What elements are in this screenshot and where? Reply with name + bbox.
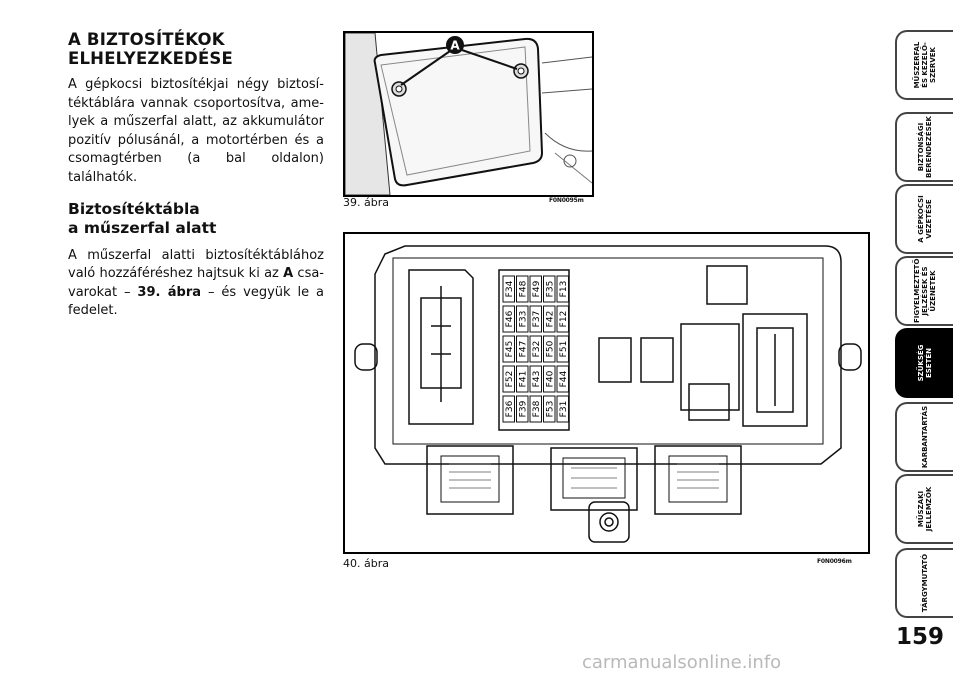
figure-40-code: F0N0096m <box>817 558 852 565</box>
instruction-paragraph: A műszerfal alatti biztosítéktáblához va… <box>68 247 324 321</box>
chapter-tab-label: A GÉPKOCSI VEZETÉSE <box>917 195 933 243</box>
figure-39-code: F0N0095m <box>549 197 584 204</box>
chapter-tab-2[interactable]: BIZTONSÁGI BERENDEZÉSEK <box>895 112 953 182</box>
figure-reference: 39. ábra <box>137 284 202 300</box>
fuse-f46: F46 <box>502 305 515 333</box>
chapter-tab-1[interactable]: MŰSZERFAL ÉS KEZELŐ- SZERVEK <box>895 30 953 100</box>
instruction-bold-a: A <box>283 266 294 282</box>
fuse-f42: F42 <box>543 305 556 333</box>
figure-40-caption: 40. ábra <box>343 557 389 570</box>
fuse-label: F33 <box>518 311 528 328</box>
chapter-tab-7[interactable]: MŰSZAKI JELLEMZŐK <box>895 474 953 544</box>
fuse-f49: F49 <box>529 275 542 303</box>
chapter-tab-label: MŰSZERFAL ÉS KEZELŐ- SZERVEK <box>913 41 937 89</box>
fuse-f38: F38 <box>529 395 542 423</box>
subsection-title: Biztosítéktábla a műszerfal alatt <box>68 200 324 238</box>
fuse-label: F41 <box>518 371 528 388</box>
fuse-f48: F48 <box>516 275 529 303</box>
fuse-f36: F36 <box>502 395 515 423</box>
chapter-tab-label: TÁRGYMUTATÓ <box>921 553 929 613</box>
intro-paragraph: A gépkocsi biztosítékjai négy biztosí- t… <box>68 77 324 185</box>
chapter-tab-label: SZÜKSÉG ESETÉN <box>917 344 933 382</box>
fuse-label: F31 <box>559 401 569 418</box>
fuse-label: F40 <box>545 370 555 387</box>
subsection-title-line1: Biztosítéktábla <box>68 199 200 218</box>
text-column: A BIZTOSÍTÉKOK ELHELYEZKEDÉSE A gépkocsi… <box>68 30 324 321</box>
page-number: 159 <box>896 624 945 650</box>
fuse-f33: F33 <box>516 305 529 333</box>
fuse-label: F45 <box>505 341 515 358</box>
chapter-tab-label: FIGYELMEZTETŐ JELZÉSEK ÉS ÜZENETEK <box>913 258 937 323</box>
section-title-line1: A BIZTOSÍTÉKOK <box>68 30 225 49</box>
fuse-label: F53 <box>545 401 555 418</box>
fuse-f37: F37 <box>529 305 542 333</box>
figure-39-dashboard-cover: A <box>343 31 594 197</box>
fuse-label: F34 <box>505 280 515 297</box>
dashboard-cover-illustration: A <box>345 33 592 195</box>
section-title: A BIZTOSÍTÉKOK ELHELYEZKEDÉSE <box>68 30 324 68</box>
subsection-title-line2: a műszerfal alatt <box>68 218 217 237</box>
fuse-f47: F47 <box>516 335 529 363</box>
fuse-f35: F35 <box>543 275 556 303</box>
fuse-label: F52 <box>505 371 515 388</box>
watermark: carmanualsonline.info <box>582 652 782 673</box>
chapter-tab-5[interactable]: SZÜKSÉG ESETÉN <box>895 328 953 398</box>
chapter-tab-4[interactable]: FIGYELMEZTETŐ JELZÉSEK ÉS ÜZENETEK <box>895 256 953 326</box>
fuse-label: F37 <box>532 311 542 328</box>
fuse-label: F35 <box>545 281 555 298</box>
fuse-f44: F44 <box>556 365 569 393</box>
fuse-f40: F40 <box>543 365 556 393</box>
fuse-label: F49 <box>532 280 542 297</box>
fuse-f51: F51 <box>556 335 569 363</box>
fuse-label: F46 <box>505 310 515 327</box>
chapter-tab-label: BIZTONSÁGI BERENDEZÉSEK <box>917 116 933 178</box>
fuse-f39: F39 <box>516 395 529 423</box>
instruction-text-2: csa- varokat – <box>68 266 324 300</box>
instruction-text-3: – és vegyük le a fedelet. <box>68 284 324 319</box>
fuse-f52: F52 <box>502 365 515 393</box>
fuse-f32: F32 <box>529 335 542 363</box>
fuse-box-diagram: F36F52F45F46F34F39F41F47F33F48F38F43F32F… <box>354 245 862 543</box>
instruction-text-1: A műszerfal alatti biztosítéktáblához va… <box>68 247 324 282</box>
fuse-label: F36 <box>505 400 515 417</box>
fuse-label: F13 <box>559 281 569 298</box>
chapter-tab-3[interactable]: A GÉPKOCSI VEZETÉSE <box>895 184 953 254</box>
fuse-f45: F45 <box>502 335 515 363</box>
fuse-label: F12 <box>559 311 569 328</box>
fuse-label: F42 <box>545 311 555 328</box>
section-title-line2: ELHELYEZKEDÉSE <box>68 49 233 68</box>
fuse-label: F51 <box>559 341 569 358</box>
chapter-tab-label: KARBANTARTÁS <box>921 405 929 469</box>
fuse-f13: F13 <box>556 275 569 303</box>
chapter-tab-label: MŰSZAKI JELLEMZŐK <box>917 486 933 532</box>
fuse-f50: F50 <box>543 335 556 363</box>
fuse-label: F43 <box>532 371 542 388</box>
fuse-f53: F53 <box>543 395 556 423</box>
fuse-label: F44 <box>559 370 569 387</box>
fuse-f41: F41 <box>516 365 529 393</box>
fuse-label: F39 <box>518 400 528 417</box>
figure-39-caption: 39. ábra <box>343 196 389 209</box>
fuse-label: F50 <box>545 340 555 357</box>
fuse-label: F48 <box>518 280 528 297</box>
marker-a: A <box>450 39 460 53</box>
fuse-label: F38 <box>532 400 542 417</box>
fuse-f12: F12 <box>556 305 569 333</box>
chapter-tab-8[interactable]: TÁRGYMUTATÓ <box>895 548 953 618</box>
fuse-f34: F34 <box>502 275 515 303</box>
fuse-label: F32 <box>532 341 542 358</box>
fuse-array: F36F52F45F46F34F39F41F47F33F48F38F43F32F… <box>502 275 569 423</box>
fuse-label: F47 <box>518 341 528 358</box>
fuse-f43: F43 <box>529 365 542 393</box>
chapter-tab-6[interactable]: KARBANTARTÁS <box>895 402 953 472</box>
fuse-f31: F31 <box>556 395 569 423</box>
